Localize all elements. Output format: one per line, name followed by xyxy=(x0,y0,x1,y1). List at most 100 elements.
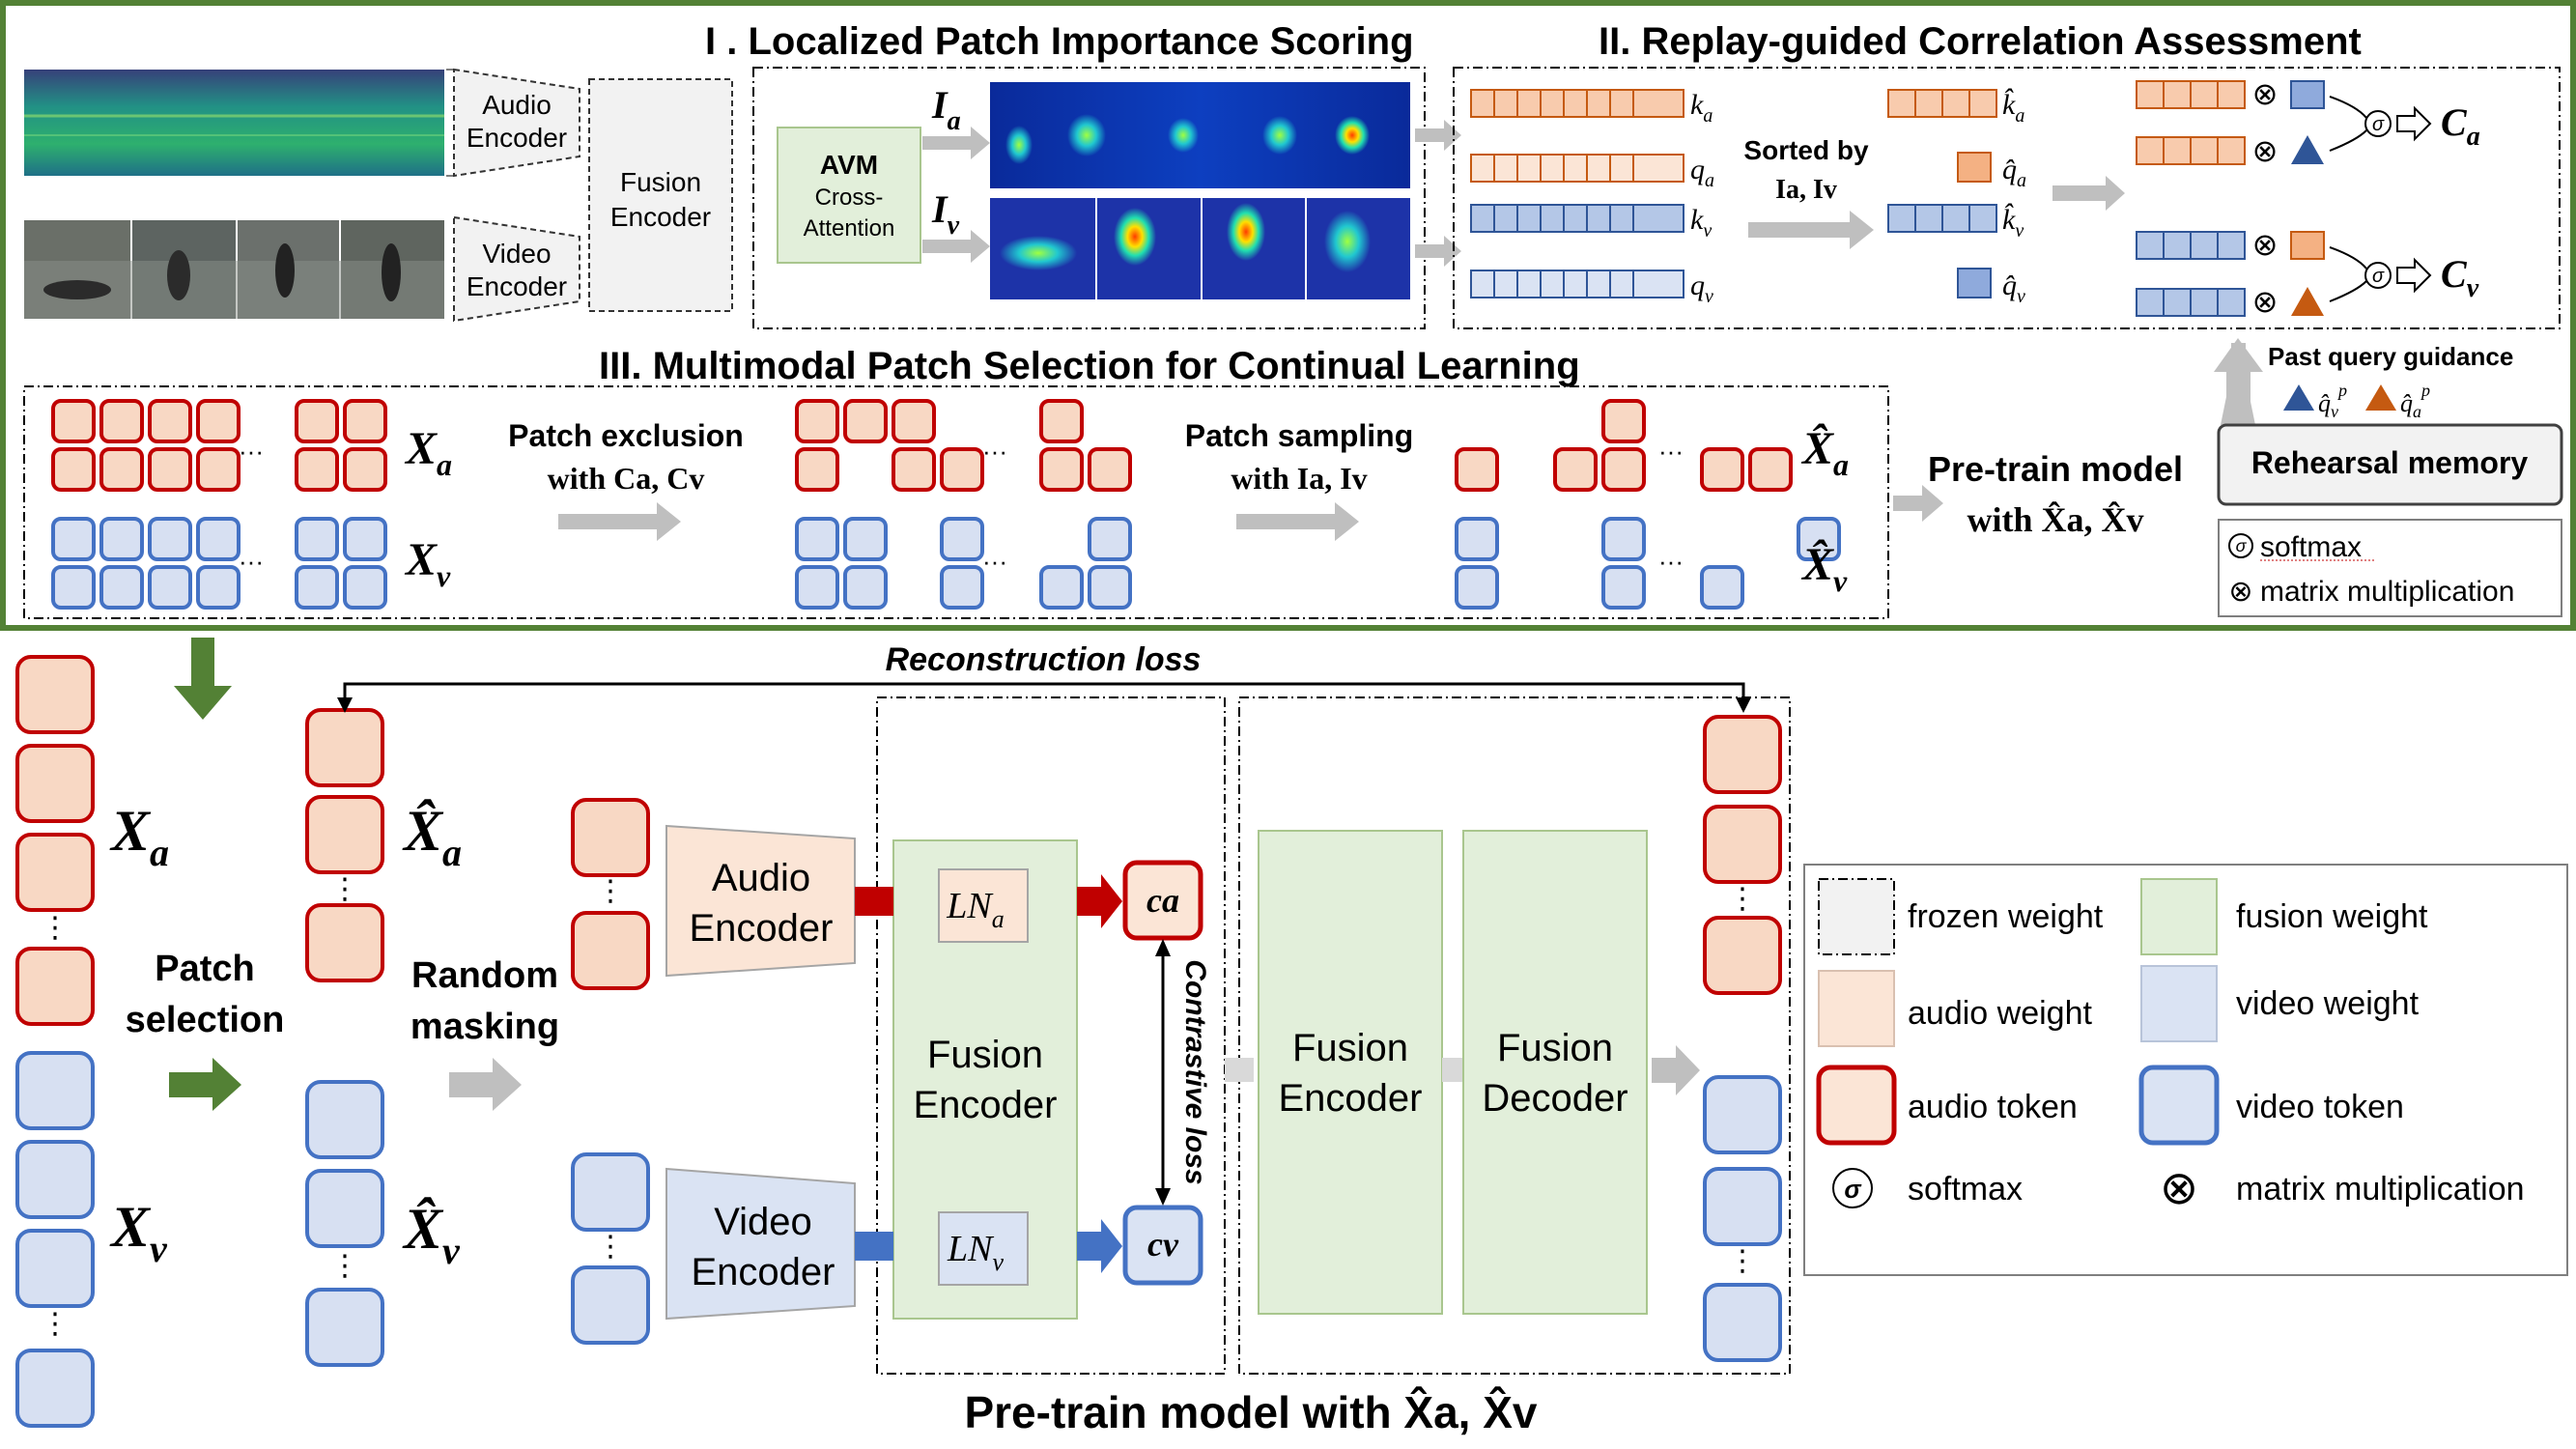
sec3-box xyxy=(23,385,1889,619)
xv-patch xyxy=(148,517,192,561)
xa-patch xyxy=(148,447,192,492)
top-fusion-label-1: Fusion xyxy=(620,167,701,197)
avm-label-2: Cross- xyxy=(815,185,884,211)
sigma-v: σ xyxy=(2372,266,2385,287)
xa-patch xyxy=(343,399,387,443)
sorted-ka-label: k̂a xyxy=(2002,88,2024,127)
arrow-patch-exclusion xyxy=(558,502,681,541)
top-video-encoder-label-1: Video xyxy=(482,239,551,269)
green-down-arrow xyxy=(174,638,232,720)
xv-patch xyxy=(295,517,339,561)
xa-patch xyxy=(148,399,192,443)
sorted-qv xyxy=(1957,268,1992,298)
ln-v-label: LNv xyxy=(947,1229,1004,1276)
patch-exclusion-label-2: with Ca, Cv xyxy=(548,461,705,496)
xa-patch xyxy=(99,447,144,492)
legend-audio-token-swatch xyxy=(1816,1065,1897,1146)
xa-hat-patch xyxy=(1748,447,1793,492)
xa-patch xyxy=(196,447,241,492)
video-encoder-label-2: Encoder xyxy=(692,1251,835,1293)
vector-qa xyxy=(1470,154,1684,183)
xv-hat-patch xyxy=(1797,517,1841,561)
arrow-sorted xyxy=(1748,211,1874,249)
xa-hat-bottom: X̂a xyxy=(402,799,462,874)
corr-past-qa-triangle xyxy=(2291,287,2324,316)
xa-hat-patch xyxy=(1553,447,1598,492)
xv-hat-token xyxy=(305,1169,384,1248)
sorted-by-label: Sorted by xyxy=(1743,135,1869,165)
otimes-2: ⊗ xyxy=(2252,133,2279,168)
ln-a-box xyxy=(938,868,1029,943)
fusion-encoder-2-label-1: Fusion xyxy=(1292,1027,1408,1069)
legend-frozen: frozen weight xyxy=(1908,898,2104,935)
out-a-token xyxy=(1703,715,1782,794)
arrow-patch-sampling xyxy=(1236,502,1359,541)
xv-patch xyxy=(99,565,144,610)
xv-excl-patch xyxy=(795,517,839,561)
xv-patch xyxy=(51,565,96,610)
legend-video-token-swatch xyxy=(2138,1065,2220,1146)
video-link xyxy=(855,1232,893,1261)
audio-encoder xyxy=(665,824,856,978)
patch-grids xyxy=(51,399,1841,610)
xv-patch xyxy=(99,517,144,561)
xa-hat-dots: ⋮ xyxy=(330,873,359,905)
legend-sigma: σ xyxy=(1844,1175,1862,1204)
corr-past-qv-triangle xyxy=(2291,135,2324,164)
xa-label-1: Xa xyxy=(404,423,452,482)
sorted-keys: Ia, Iv xyxy=(1775,175,1837,205)
ca-token xyxy=(1122,860,1203,941)
top-fusion-label-2: Encoder xyxy=(610,202,711,232)
xa-excl-patch xyxy=(795,447,839,492)
cv-label: Cv xyxy=(2441,252,2479,303)
xa-hat-patch xyxy=(1601,447,1646,492)
past-query-label: Past query guidance xyxy=(2268,342,2513,371)
audio-encoder-label-2: Encoder xyxy=(690,907,834,950)
qa-label: qa xyxy=(1690,154,1714,191)
arrow-ca xyxy=(2396,105,2432,142)
xv-token xyxy=(15,1140,95,1219)
arrow-avm-iv xyxy=(922,230,990,263)
xa-patch xyxy=(196,399,241,443)
top-audio-encoder-label-1: Audio xyxy=(482,90,552,120)
masked-a-token xyxy=(571,798,650,877)
sec2-box xyxy=(1453,67,2561,329)
xv-hat-patch xyxy=(1601,517,1646,561)
masked-a-token xyxy=(571,911,650,990)
fusion-decoder xyxy=(1462,830,1648,1315)
sorted-qa-label: q̂a xyxy=(2002,154,2026,191)
top-legend-softmax-icon xyxy=(2228,533,2253,558)
xv-token xyxy=(15,1051,95,1130)
vector-ka xyxy=(1470,89,1684,118)
xv-label-bottom: Xv xyxy=(109,1195,168,1270)
contrastive-loss-label: Contrastive loss xyxy=(1179,959,1211,1184)
xa-hat-label-top: X̂a xyxy=(1800,422,1849,482)
xa-excl-patch xyxy=(940,447,984,492)
out-a-dots: ⋮ xyxy=(1728,883,1757,915)
xa-token xyxy=(15,947,95,1026)
xa-excl-patch xyxy=(1039,399,1084,443)
xv-patch xyxy=(343,517,387,561)
top-audio-encoder xyxy=(453,68,580,178)
top-frame xyxy=(0,0,2576,631)
xv-hat-patch xyxy=(1601,565,1646,610)
cv-token xyxy=(1122,1205,1203,1286)
patch-exclusion-label: Patch exclusion xyxy=(508,418,744,453)
legend-softmax-icon xyxy=(1832,1168,1873,1208)
fusion-encoder-2-label-2: Encoder xyxy=(1279,1077,1423,1120)
top-legend-matmul: matrix multiplication xyxy=(2260,576,2514,608)
xa-hat-token xyxy=(305,903,384,982)
vector-qv xyxy=(1470,270,1684,298)
xv-excl-patch xyxy=(843,565,888,610)
pretrain-label-1: Pre-train model xyxy=(1928,449,2183,489)
top-legend-box xyxy=(2218,519,2562,617)
sorted-qa xyxy=(1957,152,1992,183)
ia-label: Ia xyxy=(931,83,961,136)
ellipsis-a2: ··· xyxy=(982,437,1007,466)
ln-v-box xyxy=(938,1211,1029,1286)
xv-excl-patch xyxy=(1088,565,1132,610)
top-legend-sigma: σ xyxy=(2236,536,2248,555)
past-qa-icon xyxy=(2365,384,2396,411)
arrow-avm-ia xyxy=(922,127,990,159)
pretrain-label-2: with X̂a, X̂v xyxy=(1967,500,2143,539)
